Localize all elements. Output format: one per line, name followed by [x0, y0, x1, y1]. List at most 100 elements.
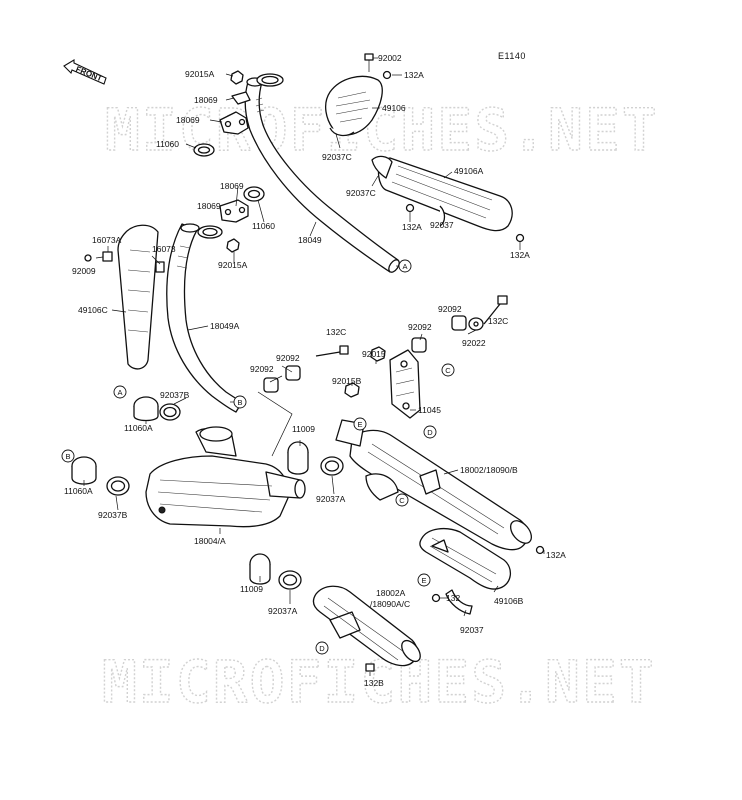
- diagram-code: E1140: [498, 51, 526, 61]
- label-11060-a: 11060: [156, 139, 179, 149]
- gasket-11009-lower: [249, 553, 271, 585]
- label-18069-c: 18069: [220, 181, 244, 191]
- label-18090ac: /18090A/C: [370, 599, 410, 609]
- bolt-132c-left: [315, 345, 349, 357]
- callout-b-left: B: [61, 449, 75, 463]
- label-92015a-lower: 92015A: [218, 260, 248, 270]
- clamp-92037a-upper: [320, 456, 344, 476]
- svg-text:A: A: [402, 262, 407, 271]
- svg-text:C: C: [399, 496, 405, 505]
- label-11045: 11045: [418, 405, 441, 415]
- nut-92092-d: [451, 315, 467, 331]
- label-49106a: 49106A: [454, 166, 484, 176]
- nut-92092-b: [285, 365, 301, 381]
- label-18049a: 18049A: [210, 321, 240, 331]
- front-arrow-icon: FRONT: [63, 59, 107, 85]
- callout-a-upper: A: [398, 259, 412, 273]
- label-132: 132: [446, 593, 460, 603]
- label-18002a: 18002A: [376, 588, 406, 598]
- label-92092-b: 92092: [276, 353, 300, 363]
- svg-text:C: C: [445, 366, 451, 375]
- callout-d-upper: D: [423, 425, 437, 439]
- nut-92015b: [344, 382, 360, 398]
- label-11009-lower: 11009: [240, 584, 263, 594]
- grommet-16073a: [102, 251, 113, 262]
- label-92092-c: 92092: [408, 322, 432, 332]
- label-92037a-upper: 92037A: [316, 494, 346, 504]
- muffler-18002-18090b: [335, 419, 533, 551]
- label-92009: 92009: [72, 266, 96, 276]
- svg-text:D: D: [319, 644, 325, 653]
- label-92037c-mid: 92037C: [346, 188, 376, 198]
- gasket-11060-left: [193, 143, 215, 157]
- label-132a-lower: 132A: [546, 550, 566, 560]
- label-18002-18090b: 18002/18090/B: [460, 465, 518, 475]
- gasket-11009-upper: [287, 441, 309, 475]
- label-92037-lower: 92037: [460, 625, 484, 635]
- nut-92092-c: [411, 337, 427, 353]
- svg-text:A: A: [117, 388, 122, 397]
- washer-92022: [468, 317, 484, 331]
- front-label: FRONT: [74, 64, 103, 83]
- label-92015a-top: 92015A: [185, 69, 215, 79]
- nut-132a-lower: [535, 545, 545, 555]
- nut-92015a-lower: [226, 238, 240, 253]
- heat-shield-49106c: [117, 224, 159, 370]
- callout-e-lower: E: [417, 573, 431, 587]
- label-18069-a: 18069: [194, 95, 218, 105]
- label-92092-d: 92092: [438, 304, 462, 314]
- callout-c-upper: C: [441, 363, 455, 377]
- label-11060-b: 11060: [252, 221, 275, 231]
- svg-text:B: B: [237, 398, 242, 407]
- label-92002: 92002: [378, 53, 402, 63]
- label-132a-mid: 132A: [402, 222, 422, 232]
- callout-e-upper: E: [353, 417, 367, 431]
- gasket-11060-mid: [243, 186, 265, 202]
- label-92037c-top: 92037C: [322, 152, 352, 162]
- callout-d-lower: D: [315, 641, 329, 655]
- bracket-11045: [389, 349, 421, 419]
- svg-text:E: E: [421, 576, 426, 585]
- muffler-18002a-18090ac: [312, 585, 421, 667]
- header-gasket-lower: [197, 225, 223, 239]
- label-92015b: 92015B: [332, 376, 362, 386]
- watermark-bottom: MICROFICHES.NET: [102, 648, 656, 716]
- label-132c-left: 132C: [326, 327, 346, 337]
- label-92037a-lower: 92037A: [268, 606, 298, 616]
- callout-a-left: A: [113, 385, 127, 399]
- callout-markers: A B A B C D E C E D: [61, 259, 455, 655]
- header-pipe-18049a: [166, 223, 243, 413]
- clamp-92037-lower: [445, 589, 473, 615]
- label-11009-upper: 11009: [292, 424, 315, 434]
- label-92037b-lower: 92037B: [98, 510, 128, 520]
- svg-text:B: B: [65, 452, 70, 461]
- label-92092-a: 92092: [250, 364, 274, 374]
- clamp-92037b-upper: [159, 403, 181, 421]
- nut-92015: [370, 346, 386, 362]
- nut-132a-top: [382, 70, 392, 80]
- label-132c-right: 132C: [488, 316, 508, 326]
- label-11060a-lower: 11060A: [64, 486, 93, 496]
- label-92037b-upper: 92037B: [160, 390, 190, 400]
- gasket-11060a-lower: [71, 456, 97, 485]
- label-92037-mid: 92037: [430, 220, 454, 230]
- header-pipe-18049: [244, 77, 400, 273]
- bolt-132b: [365, 663, 375, 672]
- label-18069-d: 18069: [197, 201, 221, 211]
- label-18069-b: 18069: [176, 115, 200, 125]
- label-92015: 92015: [362, 349, 386, 359]
- label-49106b: 49106B: [494, 596, 524, 606]
- label-16073a: 16073A: [92, 235, 122, 245]
- heat-shield-49106a: [371, 155, 513, 232]
- callout-b-upper: B: [233, 395, 247, 409]
- label-49106c: 49106C: [78, 305, 108, 315]
- bolt-92002: [364, 53, 374, 72]
- label-92022: 92022: [462, 338, 486, 348]
- flange-18069-upper: [219, 70, 251, 135]
- part-labels: 92002 132A 49106 92037C 92015A 18069 180…: [64, 53, 566, 688]
- nut-92092-a: [263, 377, 279, 393]
- nut-132a-mid: [405, 203, 415, 213]
- svg-text:D: D: [427, 428, 433, 437]
- header-gasket-upper: [256, 73, 284, 87]
